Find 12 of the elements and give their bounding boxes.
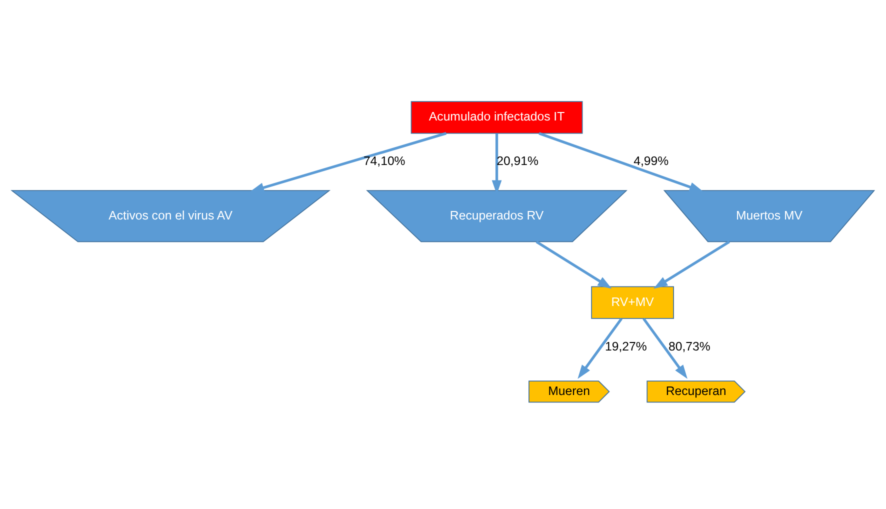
edge-label: 80,73%	[668, 339, 710, 354]
node-box: Acumulado infectados IT	[410, 101, 583, 134]
arrow	[653, 240, 730, 289]
arrow	[578, 318, 623, 379]
node-box: RV+MV	[591, 286, 674, 319]
arrow	[536, 240, 612, 289]
arrow	[642, 318, 688, 379]
arrow	[250, 132, 447, 192]
edge-label: 19,27%	[605, 339, 647, 354]
edge-label: 4,99%	[634, 154, 669, 168]
arrow	[538, 132, 704, 192]
edge-label: 74,10%	[363, 154, 406, 168]
